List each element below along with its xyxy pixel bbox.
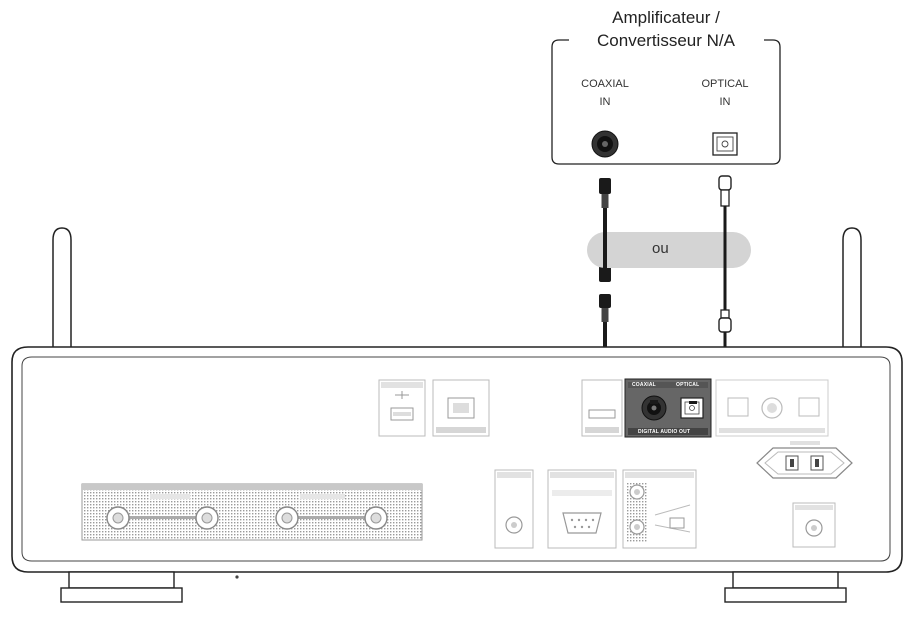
or-separator	[587, 232, 751, 268]
coaxial-out-jack	[641, 395, 667, 421]
coaxial-in-jack	[591, 130, 619, 158]
rca-jack-icon	[106, 506, 130, 530]
device-title-line2: Convertisseur N/A	[597, 31, 735, 50]
rear-digital-audio-out-label: DIGITAL AUDIO OUT	[638, 429, 691, 435]
power-inlet-icon	[756, 447, 853, 479]
power-inlet	[756, 441, 853, 479]
usb-port	[378, 379, 426, 437]
network-port	[432, 379, 490, 437]
optical-in-label-line1: OPTICAL	[701, 78, 749, 90]
right-port-group	[715, 379, 829, 437]
trigger-port	[792, 502, 836, 548]
optical-in-jack	[712, 132, 738, 156]
flasher-port	[622, 469, 697, 549]
analog-out-jacks	[106, 506, 388, 530]
foot-left	[60, 571, 183, 603]
rear-optical-label: OPTICAL	[676, 382, 700, 388]
or-label: ou	[652, 240, 669, 257]
usb-icon	[395, 391, 409, 399]
remote-in-port	[494, 469, 534, 549]
device-title-line1: Amplificateur /	[612, 8, 720, 27]
foot-right	[724, 571, 847, 603]
coaxial-in-label-line2: IN	[599, 96, 611, 108]
analog-out-grid	[81, 483, 423, 541]
ethernet-icon	[447, 397, 475, 419]
coaxial-in-label-line1: COAXIAL	[581, 78, 629, 90]
optical-in-label-line2: IN	[719, 96, 731, 108]
unused-port	[581, 379, 623, 437]
rear-coaxial-label: COAXIAL	[632, 382, 656, 388]
rs232c-port	[547, 469, 617, 549]
